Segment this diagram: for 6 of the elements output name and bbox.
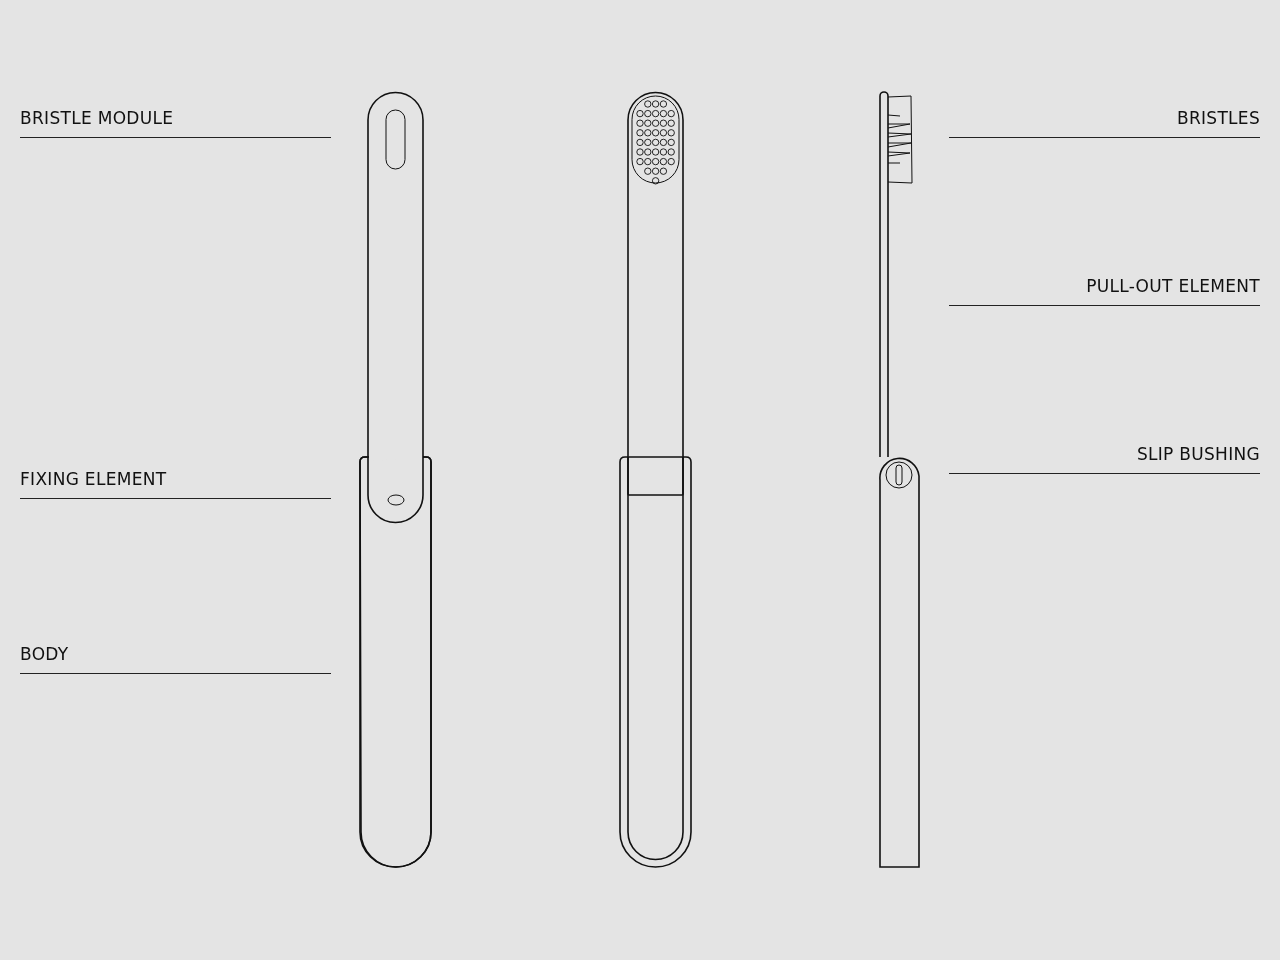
part-label: FIXING ELEMENT	[20, 469, 331, 499]
part-label: BODY	[20, 644, 331, 674]
part-label: PULL-OUT ELEMENT	[949, 276, 1260, 306]
part-label: SLIP BUSHING	[949, 444, 1260, 474]
part-label: BRISTLE MODULE	[20, 108, 331, 138]
part-label: BRISTLES	[949, 108, 1260, 138]
